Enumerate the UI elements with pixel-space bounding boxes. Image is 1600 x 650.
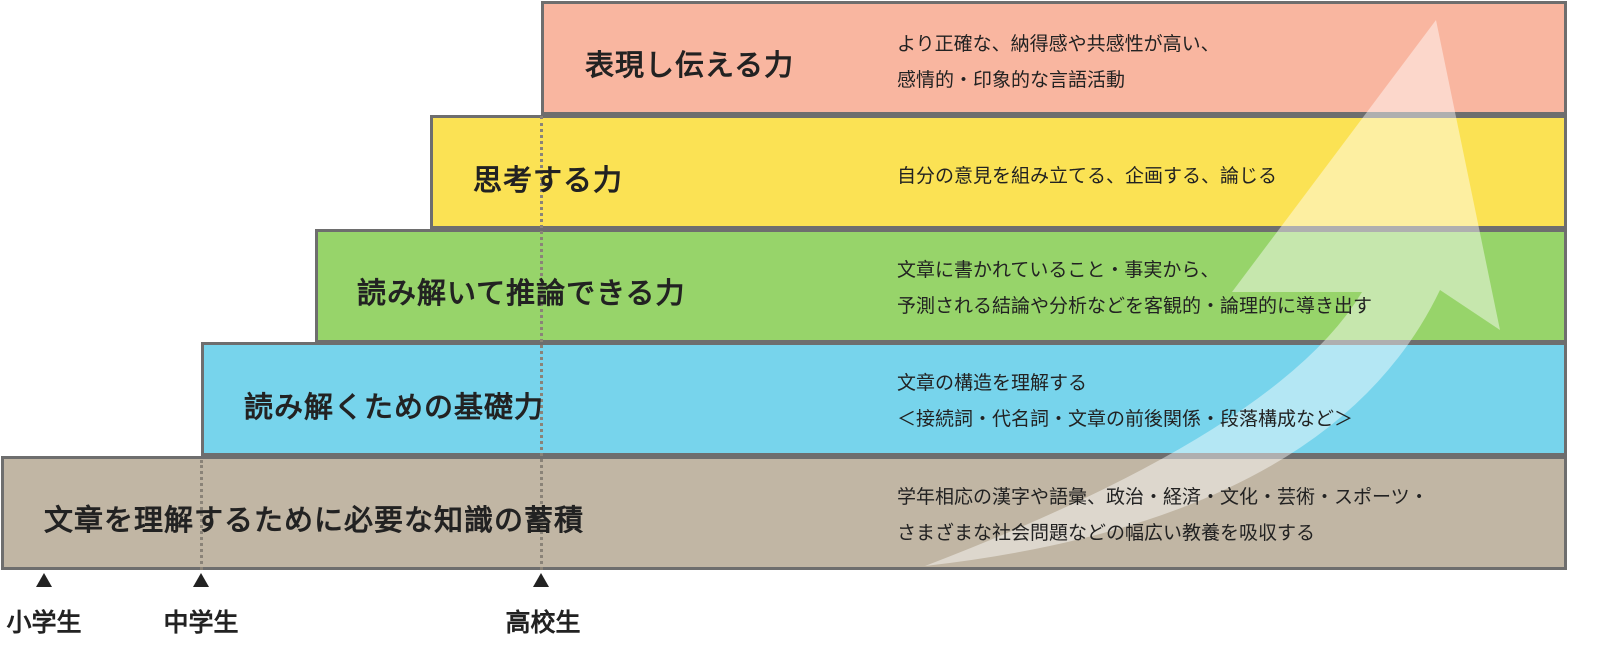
level-4-bar [430,115,1567,229]
level-2-title: 読み解くための基礎力 [244,390,545,424]
middle-school-guide-line [200,460,203,570]
level-1-description: 学年相応の漢字や語彙、政治・経済・文化・芸術・スポーツ・ さまざまな社会問題など… [897,479,1429,551]
stage-junior-high: 中学生 [163,608,239,637]
desc-line: 予測される結論や分析などを客観的・論理的に導き出す [897,295,1373,317]
level-2-description: 文章の構造を理解する ＜接続詞・代名詞・文章の前後関係・段落構成など＞ [897,365,1353,437]
level-3-description: 文章に書かれていること・事実から、 予測される結論や分析などを客観的・論理的に導… [897,252,1372,324]
desc-line: 文章の構造を理解する [897,372,1088,394]
level-4-title: 思考する力 [473,163,624,197]
desc-line: さまざまな社会問題などの幅広い教養を吸収する [897,522,1316,544]
desc-line: 自分の意見を組み立てる、企画する、論じる [897,165,1278,187]
triangle-marker-icon [193,573,209,587]
stage-high-school: 高校生 [505,608,581,637]
level-5-title: 表現し伝える力 [585,48,795,82]
desc-line: より正確な、納得感や共感性が高い、 [897,33,1220,55]
triangle-marker-icon [533,573,549,587]
desc-line: ＜接続詞・代名詞・文章の前後関係・段落構成など＞ [897,408,1354,430]
level-2-bar [201,342,1567,456]
level-1-title: 文章を理解するために必要な知識の蓄積 [44,503,585,537]
level-1-bar [1,456,1567,570]
stage-elementary: 小学生 [6,608,82,637]
high-school-guide-line [540,116,543,570]
level-4-description: 自分の意見を組み立てる、企画する、論じる [897,158,1277,194]
desc-line: 学年相応の漢字や語彙、政治・経済・文化・芸術・スポーツ・ [897,486,1429,508]
level-3-title: 読み解いて推論できる力 [357,276,686,310]
level-3-bar [315,229,1567,343]
triangle-marker-icon [36,573,52,587]
level-5-bar [541,1,1567,115]
desc-line: 感情的・印象的な言語活動 [897,69,1126,91]
desc-line: 文章に書かれていること・事実から、 [897,259,1220,281]
level-5-description: より正確な、納得感や共感性が高い、 感情的・印象的な言語活動 [897,26,1220,98]
